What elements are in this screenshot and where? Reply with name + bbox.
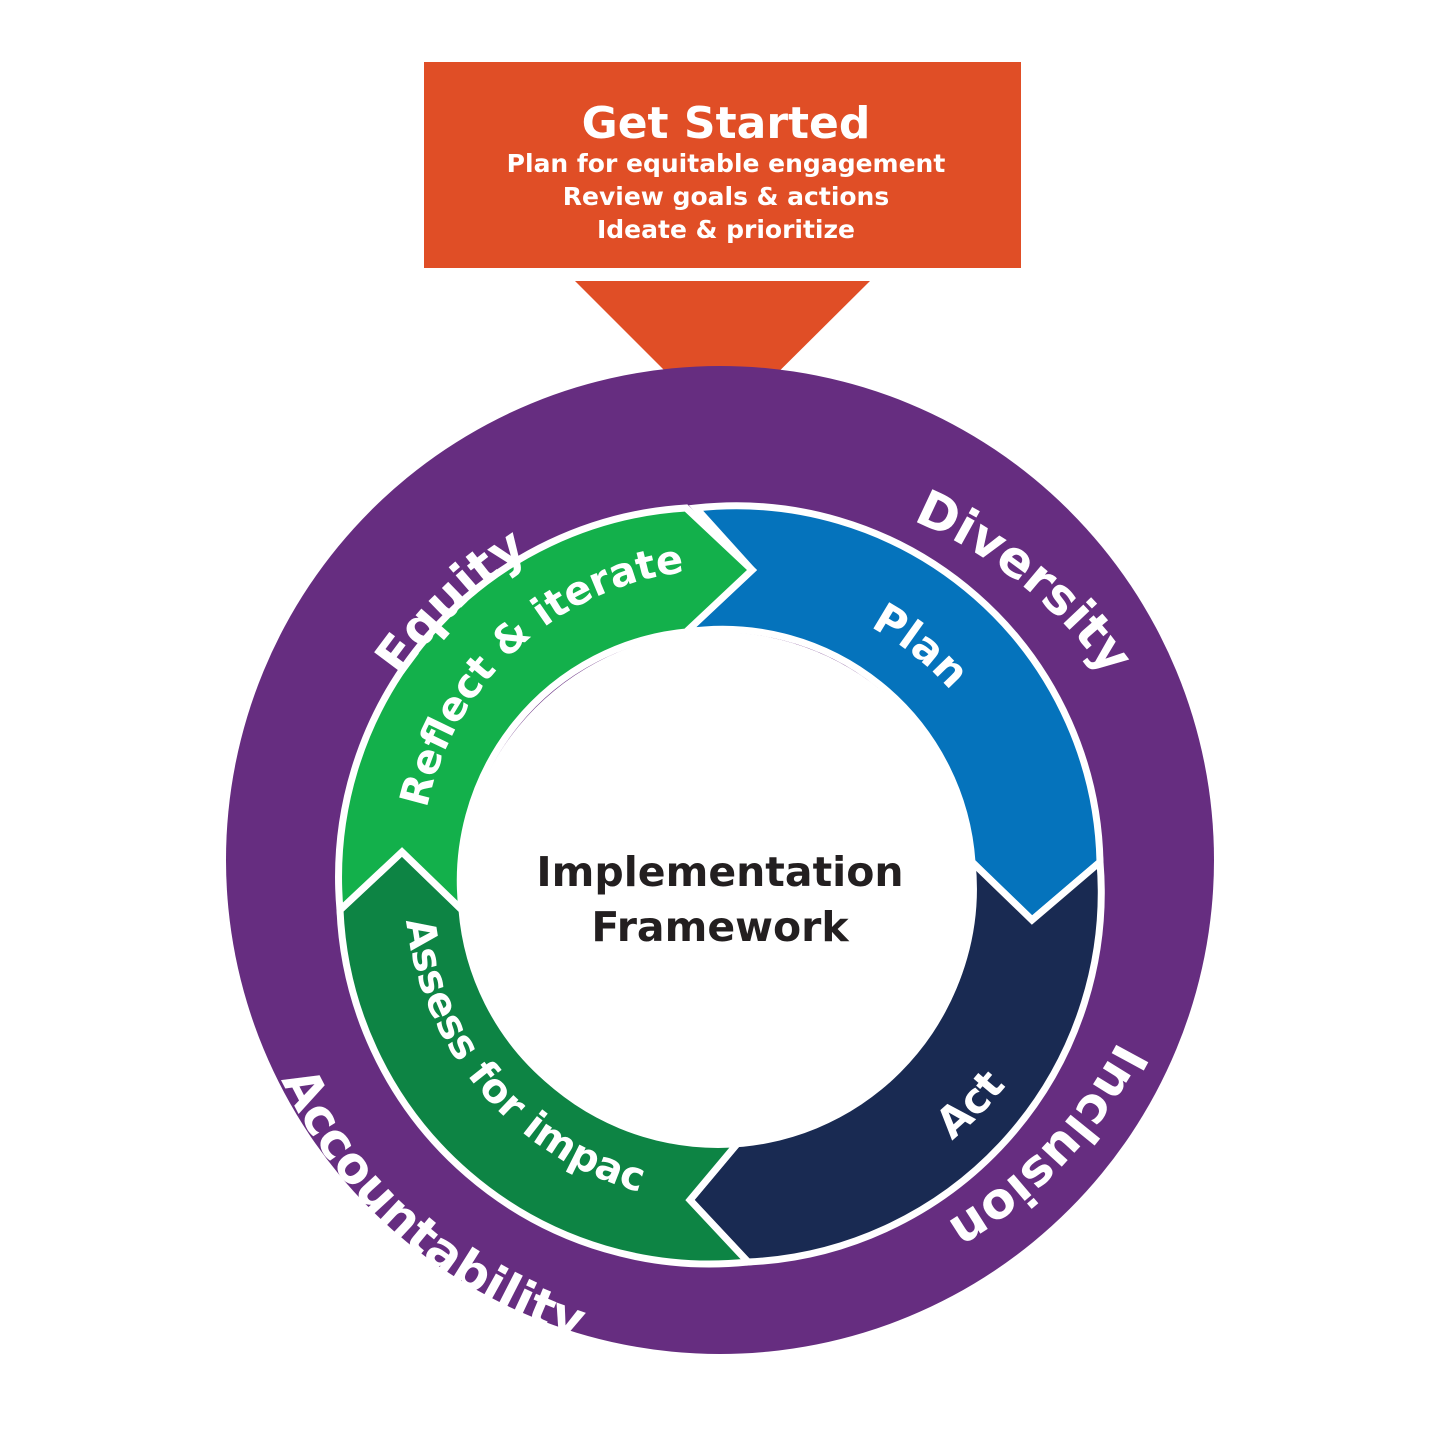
get-started-title: Get Started	[582, 98, 871, 149]
get-started-line-1: Plan for equitable engagement	[507, 149, 946, 178]
center-title-line-2: Framework	[591, 903, 850, 951]
get-started-line-3: Ideate & prioritize	[597, 215, 855, 244]
center-title-line-1: Implementation	[536, 848, 903, 896]
get-started-arrow	[575, 281, 870, 428]
get-started-box	[424, 62, 1021, 268]
center-circle	[460, 632, 976, 1148]
reflect-segment	[335, 504, 758, 920]
get-started-line-2: Review goals & actions	[563, 182, 890, 211]
